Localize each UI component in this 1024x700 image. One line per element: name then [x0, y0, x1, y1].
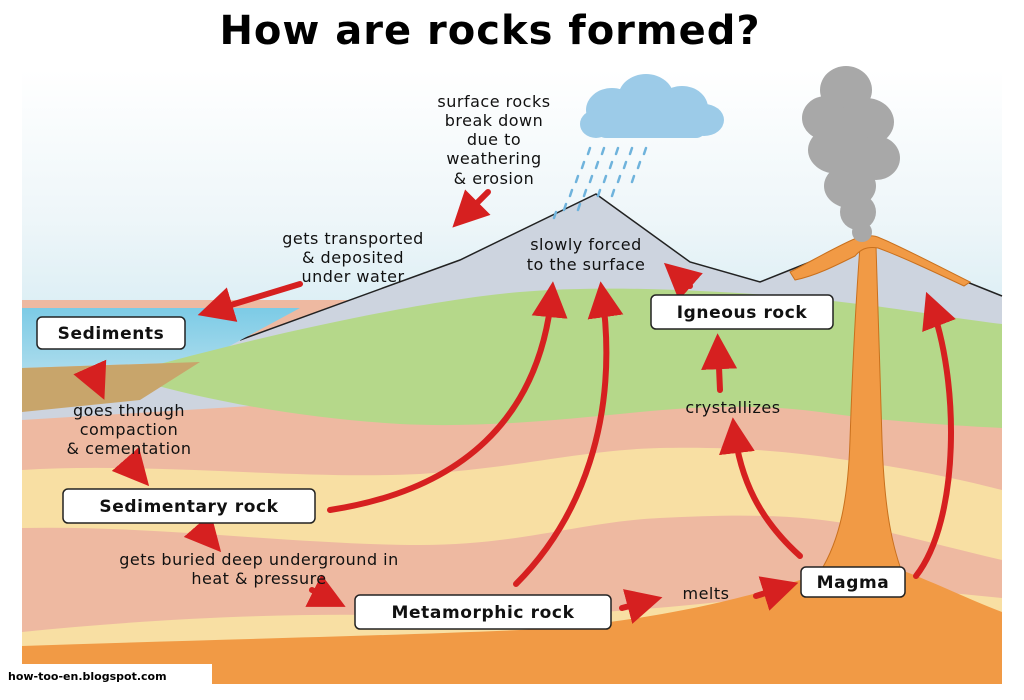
svg-text:under water: under water — [301, 267, 404, 286]
label-crystallizes: crystallizes — [685, 398, 780, 417]
box-sedimentary-rock: Sedimentary rock — [63, 489, 315, 523]
svg-text:& cementation: & cementation — [67, 439, 192, 458]
svg-text:slowly forced: slowly forced — [530, 235, 642, 254]
arrow-crystallize-igneous — [718, 344, 720, 390]
box-magma: Magma — [801, 567, 905, 597]
svg-text:gets buried deep underground i: gets buried deep underground in — [119, 550, 399, 569]
label-transported: gets transported & deposited under water — [282, 229, 424, 286]
box-metamorphic-label: Metamorphic rock — [392, 603, 575, 623]
label-compaction: goes through compaction & cementation — [67, 401, 192, 458]
label-melts: melts — [683, 584, 730, 603]
svg-text:& erosion: & erosion — [454, 169, 535, 188]
svg-text:due to: due to — [467, 130, 521, 149]
box-sedimentary-label: Sedimentary rock — [99, 497, 278, 517]
svg-text:goes through: goes through — [73, 401, 185, 420]
box-sediments-label: Sediments — [58, 324, 165, 344]
svg-text:to the surface: to the surface — [527, 255, 646, 274]
box-igneous-label: Igneous rock — [677, 303, 808, 323]
label-forced-to-surface: slowly forced to the surface — [527, 235, 646, 274]
svg-text:gets transported: gets transported — [282, 229, 424, 248]
svg-text:weathering: weathering — [446, 149, 541, 168]
box-igneous-rock: Igneous rock — [651, 295, 833, 329]
svg-text:heat & pressure: heat & pressure — [191, 569, 326, 588]
source-credit: how-too-en.blogspot.com — [0, 664, 212, 692]
box-magma-label: Magma — [817, 573, 890, 593]
page-title: How are rocks formed? — [0, 8, 980, 54]
box-sediments: Sediments — [37, 317, 185, 349]
svg-text:& deposited: & deposited — [302, 248, 404, 267]
svg-text:break down: break down — [445, 111, 544, 130]
svg-text:compaction: compaction — [80, 420, 179, 439]
box-metamorphic-rock: Metamorphic rock — [355, 595, 611, 629]
svg-text:surface rocks: surface rocks — [437, 92, 550, 111]
